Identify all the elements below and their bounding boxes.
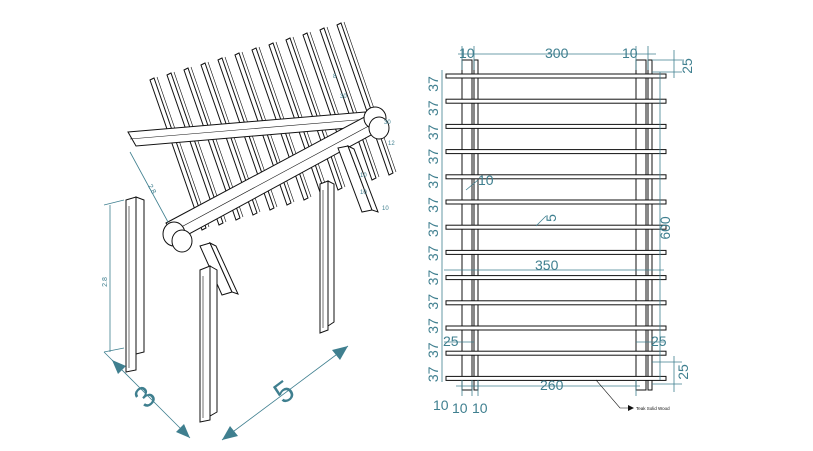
plan-spacing-label: 37	[425, 124, 441, 140]
plan-spacing-label: 37	[425, 197, 441, 213]
plan-slat	[445, 199, 667, 205]
plan-top-dim-center: 300	[545, 45, 569, 61]
iso-rafter-shadow	[343, 21, 397, 173]
plan-spacing-label: 37	[425, 318, 441, 334]
plan-slat	[445, 123, 667, 129]
iso-rafter-shadow	[156, 76, 210, 228]
plan-bottom-dim-3: 10	[472, 400, 488, 416]
iso-post-center	[199, 265, 218, 423]
iso-small-label-4: 10	[360, 173, 367, 179]
plan-spacing-label: 37	[425, 221, 441, 237]
plan-slat	[445, 149, 667, 155]
plan-lower-left-25: 25	[443, 333, 459, 349]
plan-slat	[445, 174, 667, 180]
plan-bottom-dim-1: 10	[433, 397, 449, 413]
plan-slat	[445, 350, 667, 356]
plan-bottom-right-dimension: 25	[652, 356, 691, 392]
iso-beam-depth-dimension: 2.8	[129, 151, 169, 223]
plan-slat	[445, 375, 667, 381]
iso-beam-end-cap-left	[162, 221, 193, 253]
plan-inner-10: 10	[465, 172, 494, 191]
iso-rafter	[183, 67, 241, 221]
iso-small-label-2: 30	[340, 94, 347, 100]
iso-beam-depth-label: 2.8	[146, 183, 157, 195]
plan-spacing-label: 37	[425, 366, 441, 382]
isometric-view: 2.8 2.8 3 5 8 30 12 10 10	[102, 21, 397, 441]
plan-top-dim-right: 10	[622, 45, 638, 61]
plan-spacing-label: 37	[425, 149, 441, 165]
plan-spacing-label: 37	[425, 342, 441, 358]
plan-mid-span-label: 350	[535, 257, 559, 273]
plan-slat	[445, 300, 667, 306]
iso-rafter	[166, 72, 224, 226]
plan-top-dimension: 10 300 10	[458, 45, 656, 70]
plan-slat	[445, 98, 667, 104]
plan-inner-10-label: 10	[478, 172, 494, 188]
plan-height-dim-label: 600	[657, 216, 673, 240]
plan-slat	[445, 325, 667, 331]
iso-post-left	[125, 196, 145, 373]
plan-lower-right-25: 25	[651, 333, 667, 349]
plan-right-top-dim-label: 25	[679, 58, 695, 74]
iso-rafter	[200, 62, 258, 216]
iso-front-depth-dimension: 3	[103, 351, 191, 439]
iso-small-label-3: 12	[388, 141, 395, 147]
plan-height-dimension: 600	[657, 72, 673, 380]
iso-beam-end-cap-right	[363, 106, 390, 140]
iso-upper-post-right	[337, 144, 379, 213]
plan-slat	[445, 224, 667, 230]
plan-slat	[445, 73, 667, 79]
iso-rafter	[149, 77, 207, 231]
plan-spacing-label: 37	[425, 294, 441, 310]
iso-small-label-6: 10	[382, 206, 389, 212]
plan-material-note: Teak Solid Wood	[595, 379, 670, 411]
plan-spacing-label: 37	[425, 76, 441, 92]
plan-right-top-dimension: 25	[652, 50, 695, 78]
plan-bottom-dim-4: 260	[540, 377, 564, 393]
iso-small-label-5: 10	[360, 190, 367, 196]
iso-rafter-shadow	[326, 26, 380, 178]
iso-small-label-1: 8	[333, 74, 337, 80]
iso-height-dimension: 2.8	[102, 199, 125, 353]
plan-spacing-label: 37	[425, 245, 441, 261]
plan-spacing-label: 37	[425, 270, 441, 286]
plan-horizontal-slats	[445, 73, 667, 381]
iso-post-right	[319, 180, 335, 334]
plan-bottom-dimensions: 10 10 10 260	[433, 377, 640, 416]
plan-lower-25-dimensions: 25 25	[443, 333, 667, 349]
plan-material-note-label: Teak Solid Wood	[636, 406, 670, 411]
plan-view: 10 300 10 25 37 37 37 37 37 37 37 37 37 37 37 3737 …	[425, 45, 695, 416]
plan-slat	[445, 249, 667, 255]
plan-center-5-label: 5	[543, 214, 559, 222]
plan-top-dim-left: 10	[459, 45, 475, 61]
plan-bottom-dim-2: 10	[452, 400, 468, 416]
plan-mid-span-dimension: 350	[444, 257, 664, 273]
iso-front-depth-label: 3	[128, 380, 163, 415]
iso-front-width-label: 5	[268, 374, 301, 410]
iso-rafter-shadow	[292, 36, 346, 188]
plan-center-5: 5	[535, 214, 559, 227]
iso-small-label-7: 30	[384, 120, 391, 126]
plan-slat	[445, 275, 667, 281]
iso-small-labels: 8 30 12 10 10 10 30	[333, 74, 395, 212]
iso-front-width-dimension: 5	[221, 345, 349, 441]
plan-spacing-label: 37	[425, 100, 441, 116]
plan-spacing-label: 37	[425, 173, 441, 189]
plan-left-spacing-labels: 37 37 37 37 37 37 37 37 37 37 37 37 37	[425, 70, 443, 382]
iso-height-label: 2.8	[102, 277, 109, 287]
plan-bottom-right-dim-label: 25	[675, 364, 691, 380]
